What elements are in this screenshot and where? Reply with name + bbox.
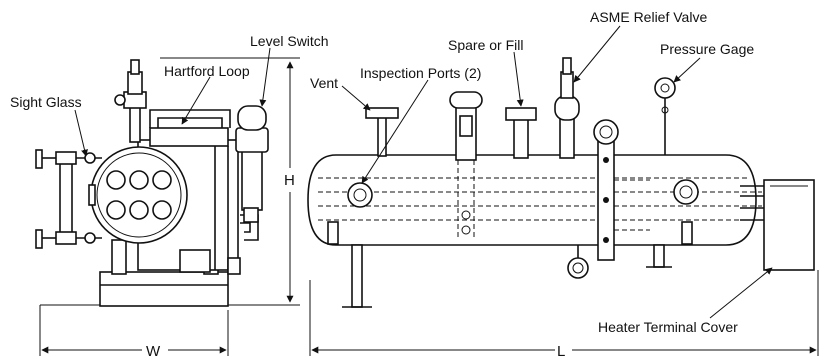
label-heater-terminal-cover: Heater Terminal Cover — [598, 319, 738, 335]
label-level-switch: Level Switch — [250, 33, 329, 49]
label-inspection-ports: Inspection Ports (2) — [360, 65, 481, 81]
callout-labels: Sight Glass Hartford Loop Level Switch V… — [10, 9, 754, 335]
label-pressure-gage: Pressure Gage — [660, 41, 754, 57]
label-sight-glass: Sight Glass — [10, 94, 82, 110]
side-view: L — [307, 57, 819, 358]
width-dimension-label: W — [146, 343, 161, 358]
label-asme-relief-valve: ASME Relief Valve — [590, 9, 707, 25]
length-dimension-label: L — [557, 343, 565, 358]
end-view: W H — [35, 57, 300, 358]
leader-lines — [74, 25, 773, 319]
label-vent: Vent — [310, 75, 338, 91]
label-spare-or-fill: Spare or Fill — [448, 37, 523, 53]
height-dimension-label: H — [284, 172, 295, 189]
label-hartford-loop: Hartford Loop — [164, 63, 250, 79]
